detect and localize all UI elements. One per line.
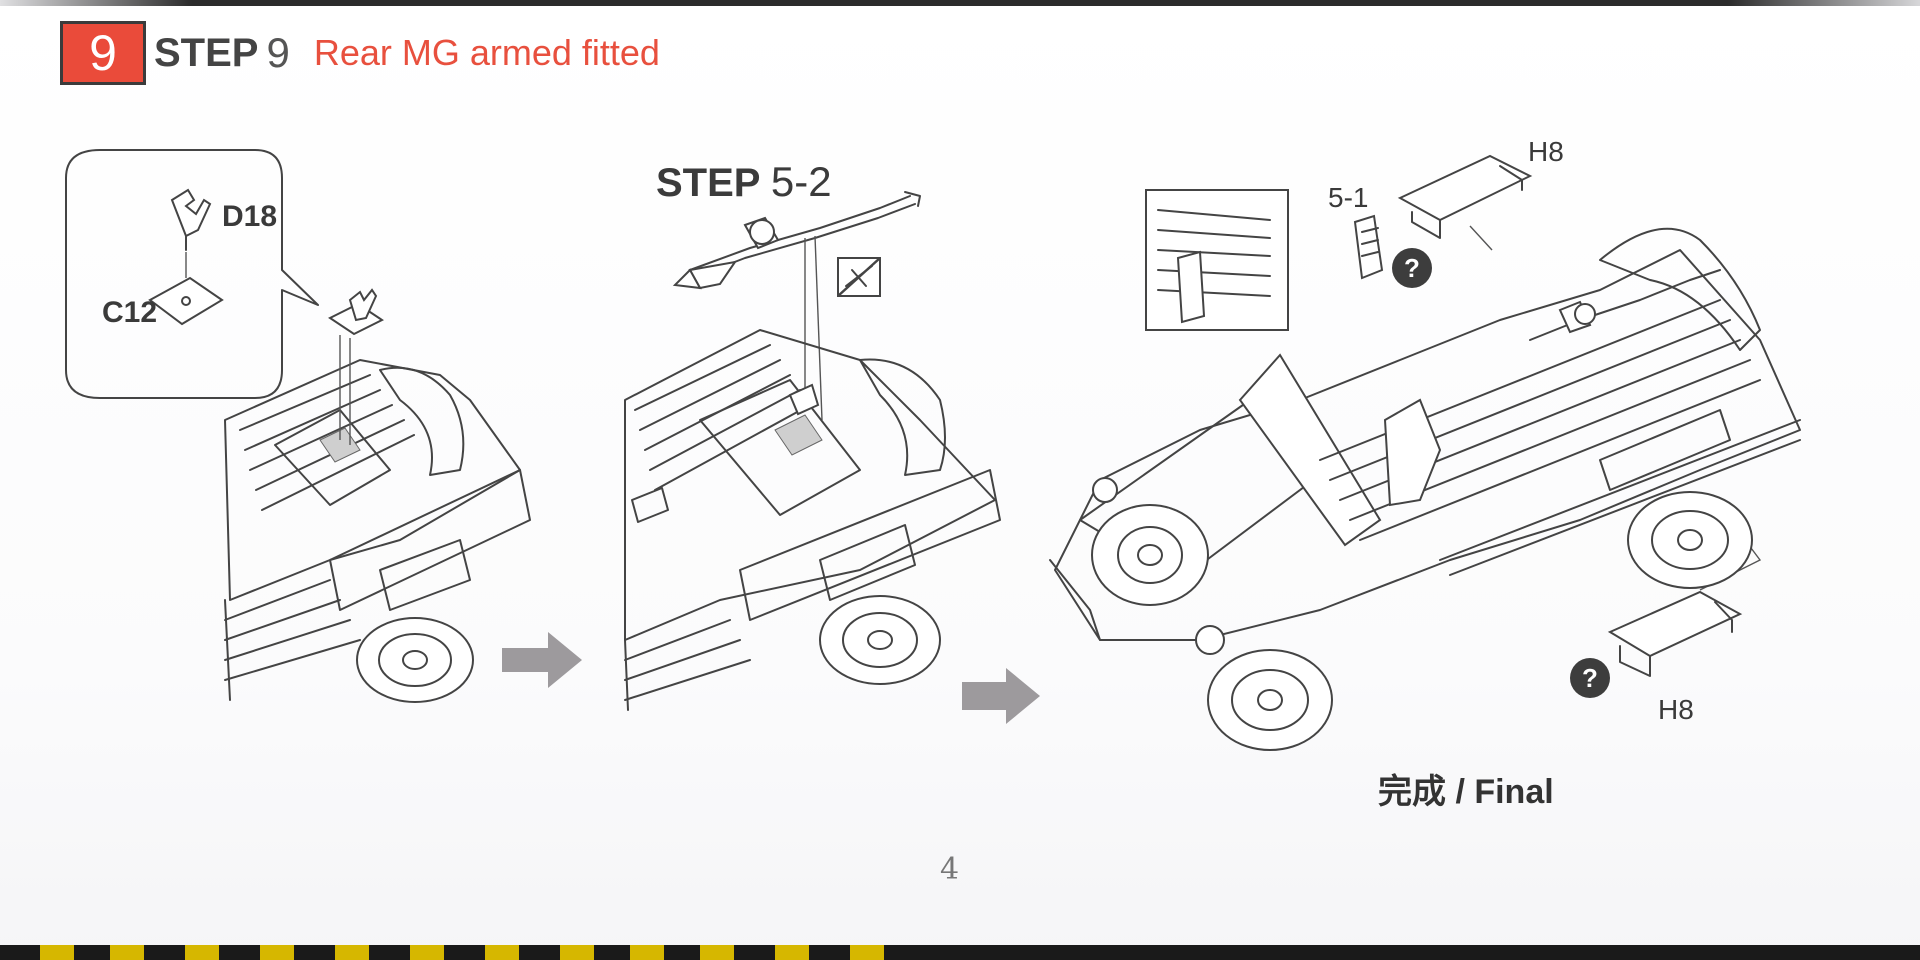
question-mark-badge-top: ? (1392, 248, 1432, 288)
question-mark-badge-bottom: ? (1570, 658, 1610, 698)
inset-detail-box (1145, 189, 1289, 331)
final-vehicle-drawing (1049, 227, 1801, 751)
reference-step-label: STEP 5-2 (656, 158, 832, 206)
final-caption: 完成 / Final (1378, 773, 1554, 811)
sequence-arrow-1 (502, 632, 582, 688)
next-page-edge-strip (0, 945, 1920, 960)
no-glue-icon (837, 257, 881, 297)
reference-step-word: STEP (656, 161, 760, 205)
part-label-h8-bottom: H8 (1658, 694, 1694, 725)
vehicle-rear-view-1 (224, 288, 531, 703)
part-label-d18: D18 (222, 200, 278, 233)
part-c12-drawing (148, 276, 224, 326)
vehicle-rear-view-2 (624, 329, 1001, 711)
part-5-1-drawing (1353, 214, 1384, 280)
step-title: Rear MG armed fitted (313, 32, 660, 73)
page-number: 4 (940, 852, 960, 887)
machine-gun-drawing (672, 191, 921, 421)
step-header: 9 STEP 9 Rear MG armed fitted (60, 18, 660, 88)
step-word: STEP (154, 30, 259, 75)
sequence-arrow-2 (962, 668, 1040, 724)
step-number: 9 (266, 29, 290, 76)
part-label-5-1: 5-1 (1328, 182, 1369, 213)
part-label-c12: C12 (102, 296, 158, 329)
step-number-badge: 9 (60, 21, 146, 85)
callout-bubble (65, 149, 319, 399)
part-d18-drawing (170, 188, 212, 278)
page-top-edge (0, 0, 1920, 6)
reference-step-number: 5-2 (770, 158, 832, 205)
part-h8-top-drawing (1397, 154, 1533, 251)
part-label-h8-top: H8 (1528, 136, 1564, 167)
